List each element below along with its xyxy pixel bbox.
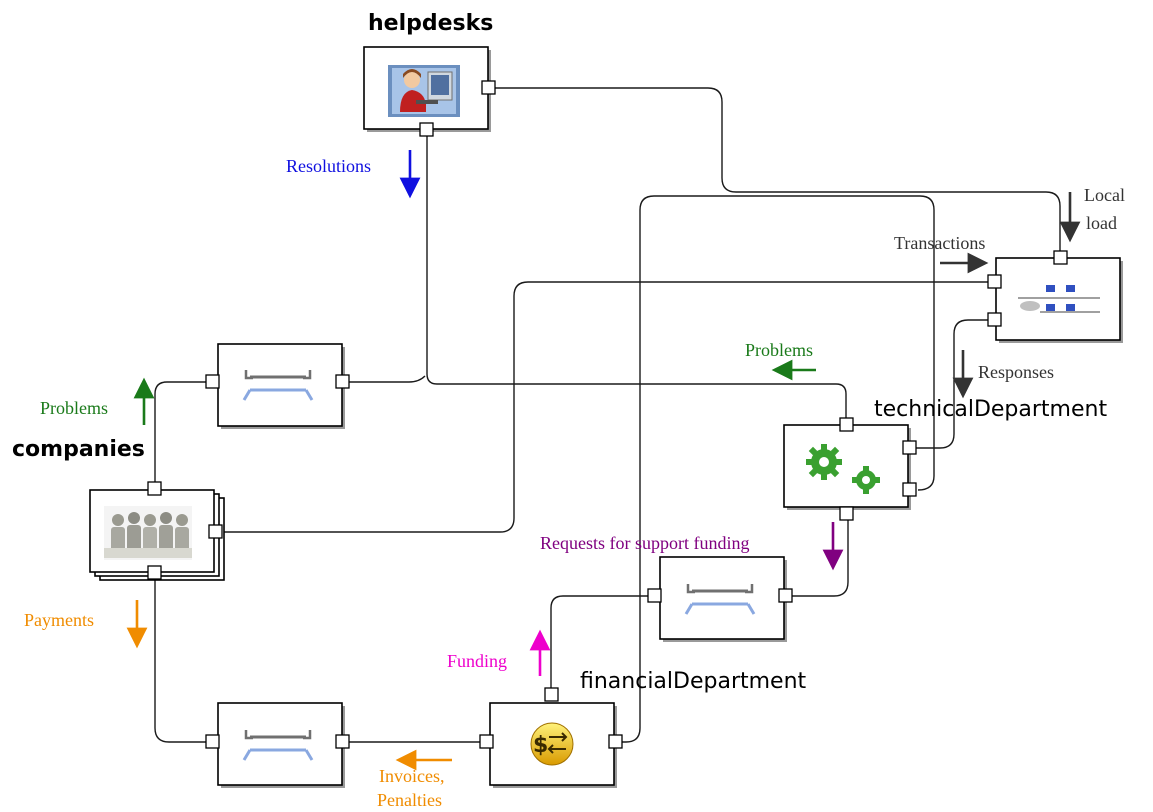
helpdesks-port-bottom[interactable]: [419, 122, 434, 137]
companies-component[interactable]: companies: [12, 437, 225, 581]
wire-financial-technical: [621, 195, 935, 743]
network-port-left-upper[interactable]: [987, 274, 1002, 289]
network-port-top[interactable]: [1053, 250, 1068, 265]
technical-department-port-right-upper[interactable]: [902, 440, 917, 455]
companies-port-top[interactable]: [147, 481, 162, 496]
wire-technical-network: [912, 319, 990, 449]
companies-title: companies: [12, 437, 145, 462]
connector-2-port-right[interactable]: [778, 588, 793, 603]
wire-helpdesks-network: [495, 87, 1061, 253]
connector-icon: [242, 730, 314, 761]
wire-companies-network: [222, 281, 990, 533]
network-component[interactable]: [987, 250, 1123, 343]
connector-1-port-left[interactable]: [205, 374, 220, 389]
label-local-load-line1: Local: [1084, 185, 1125, 205]
financial-department-title: financialDepartment: [580, 669, 807, 694]
financial-department-component[interactable]: financialDepartment $: [479, 669, 807, 788]
connector-1[interactable]: [205, 343, 350, 429]
connector-1-box: [217, 343, 343, 427]
connector-3-port-left[interactable]: [205, 734, 220, 749]
flow-labels: Resolutions Local load Transactions Prob…: [24, 150, 1125, 810]
wire-connector1-helpdesks: [349, 375, 426, 383]
connector-1-port-right[interactable]: [335, 374, 350, 389]
companies-port-bottom[interactable]: [147, 565, 162, 580]
currency-exchange-icon: $: [530, 722, 574, 766]
financial-department-port-top[interactable]: [544, 687, 559, 702]
connection-wires: [154, 87, 1061, 743]
financial-department-port-right[interactable]: [608, 734, 623, 749]
financial-department-port-left[interactable]: [479, 734, 494, 749]
connector-icon: [684, 584, 756, 615]
label-payments: Payments: [24, 610, 94, 630]
wire-connector2-technical: [787, 514, 849, 597]
people-group-icon: [104, 506, 192, 560]
label-local-load-line2: load: [1086, 213, 1117, 233]
person-at-computer-icon: [388, 65, 460, 117]
connector-2-box: [659, 556, 785, 640]
helpdesks-component[interactable]: helpdesks: [363, 11, 496, 137]
connector-2[interactable]: [647, 556, 793, 642]
label-responses: Responses: [978, 362, 1054, 382]
connector-2-port-left[interactable]: [647, 588, 662, 603]
technical-department-component[interactable]: technicalDepartment: [783, 397, 1107, 521]
wire-helpdesks-problems: [426, 136, 847, 420]
technical-department-port-top[interactable]: [839, 417, 854, 432]
helpdesks-port-right[interactable]: [481, 80, 496, 95]
label-resolutions: Resolutions: [286, 156, 371, 176]
wire-financial-connector2: [550, 595, 654, 688]
label-requests-funding: Requests for support funding: [540, 533, 749, 553]
gears-icon: [806, 444, 880, 494]
technical-department-title: technicalDepartment: [874, 397, 1107, 422]
wire-companies-connector3: [154, 580, 212, 743]
label-problems-companies: Problems: [40, 398, 108, 418]
label-invoices-line1: Invoices,: [379, 766, 444, 786]
label-funding: Funding: [447, 651, 507, 671]
label-transactions: Transactions: [894, 233, 985, 253]
technical-department-port-bottom[interactable]: [839, 506, 854, 521]
svg-text:$: $: [533, 733, 548, 758]
network-port-left-lower[interactable]: [987, 312, 1002, 327]
label-invoices-line2: Penalties: [377, 790, 442, 810]
connector-icon: [242, 370, 314, 401]
label-problems-technical: Problems: [745, 340, 813, 360]
network-icon: [1018, 285, 1100, 313]
wire-companies-connector1: [154, 381, 212, 482]
connector-3[interactable]: [205, 702, 350, 788]
connector-3-box: [217, 702, 343, 786]
technical-department-port-right-lower[interactable]: [902, 482, 917, 497]
connector-3-port-right[interactable]: [335, 734, 350, 749]
helpdesks-title: helpdesks: [368, 11, 493, 36]
technical-department-box: [783, 424, 909, 508]
companies-port-right[interactable]: [208, 524, 223, 539]
